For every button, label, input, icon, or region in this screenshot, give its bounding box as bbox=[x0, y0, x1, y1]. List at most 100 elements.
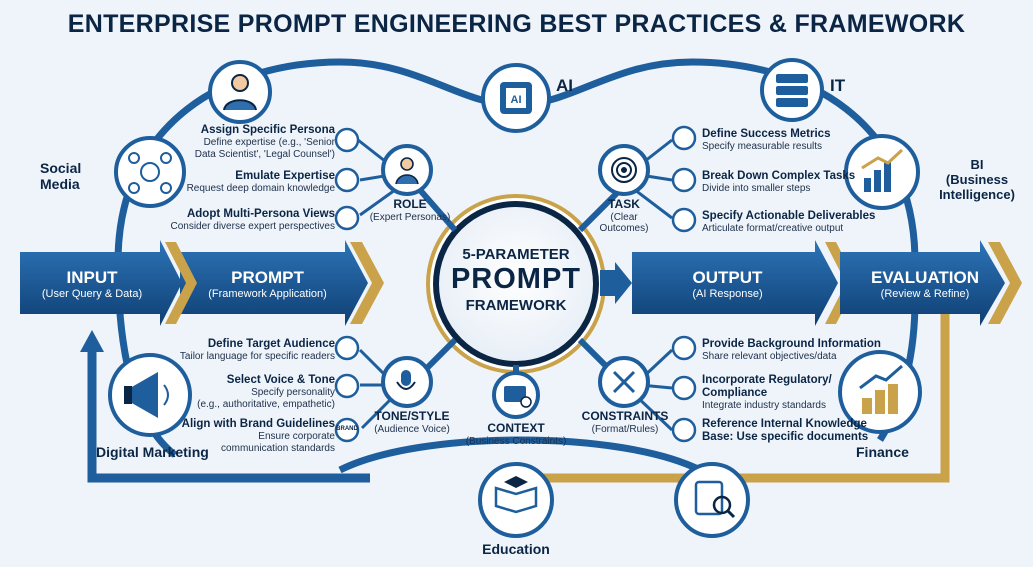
task-item-3-title: Specify Actionable Deliverables bbox=[702, 210, 876, 222]
task-item-2-title: Break Down Complex Tasks bbox=[702, 170, 856, 182]
target-icon bbox=[611, 157, 637, 183]
center-line2: PROMPT bbox=[450, 263, 582, 296]
tools-icon bbox=[612, 370, 636, 394]
svg-text:AI: AI bbox=[511, 94, 522, 106]
center-line3: FRAMEWORK bbox=[465, 296, 567, 314]
bar-chart-icon bbox=[861, 148, 904, 192]
megaphone-icon bbox=[124, 372, 169, 418]
center-framework: 5-PARAMETER PROMPT FRAMEWORK bbox=[436, 246, 596, 314]
center-line1: 5-PARAMETER bbox=[462, 246, 570, 263]
prompt-title: PROMPT bbox=[231, 268, 304, 287]
constraint-item-3: Reference Internal Knowledge Base: Use s… bbox=[702, 418, 877, 444]
param-role: ROLE (Expert Personas) bbox=[360, 197, 460, 223]
prompt-arrow: PROMPT (Framework Application) bbox=[190, 268, 345, 300]
task-item-2: Break Down Complex Tasks Divide into sma… bbox=[702, 170, 872, 195]
tone-item-3-sub: Ensure corporate communication standards bbox=[221, 431, 335, 454]
role-person-icon bbox=[395, 157, 419, 185]
constraint-item-3-title: Reference Internal Knowledge Base: Use s… bbox=[702, 418, 869, 444]
dept-social-media-label: Social Media bbox=[40, 160, 82, 193]
role-item-2-sub: Request deep domain knowledge bbox=[186, 183, 335, 195]
evaluation-arrow: EVALUATION (Review & Refine) bbox=[855, 268, 995, 300]
tone-item-1: Define Target Audience Tailor language f… bbox=[160, 338, 335, 363]
param-tone: TONE/STYLE (Audience Voice) bbox=[362, 409, 462, 435]
brand-badge: BRAND bbox=[336, 426, 358, 432]
task-item-3-sub: Articulate format/creative output bbox=[702, 223, 844, 235]
role-subtitle: (Expert Personas) bbox=[369, 211, 451, 223]
param-constraints: CONSTRAINTS (Format/Rules) bbox=[570, 409, 680, 435]
role-item-1-sub: Define expertise (e.g., 'Senior Data Sci… bbox=[194, 137, 335, 160]
task-subtitle: (Clear Outcomes) bbox=[599, 211, 649, 235]
gold-chevron-4 bbox=[988, 242, 1022, 324]
role-item-3-title: Adopt Multi-Persona Views bbox=[186, 208, 335, 220]
tone-item-2-sub: Specify personality (e.g., authoritative… bbox=[197, 387, 335, 410]
output-arrow: OUTPUT (AI Response) bbox=[640, 268, 815, 300]
tone-item-1-sub: Tailor language for specific readers bbox=[179, 351, 335, 363]
role-item-3: Adopt Multi-Persona Views Consider diver… bbox=[150, 208, 335, 233]
context-subtitle: (Business Constraints) bbox=[465, 435, 567, 447]
input-subtitle: (User Query & Data) bbox=[41, 287, 143, 300]
task-item-1: Define Success Metrics Specify measurabl… bbox=[702, 128, 872, 153]
tone-subtitle: (Audience Voice) bbox=[374, 423, 450, 435]
constraint-item-1-title: Provide Background Information bbox=[702, 338, 881, 350]
task-title: TASK bbox=[608, 197, 640, 211]
center-ring bbox=[433, 201, 599, 367]
output-subtitle: (AI Response) bbox=[692, 287, 763, 300]
input-title: INPUT bbox=[66, 268, 118, 287]
ai-chip-icon: AI bbox=[500, 82, 532, 114]
dept-finance-label: Finance bbox=[856, 444, 909, 460]
evaluation-arrow-shape bbox=[840, 240, 1005, 326]
dept-ai-label: AI bbox=[556, 76, 573, 95]
book-icon bbox=[494, 476, 538, 514]
param-context: CONTEXT (Business Constraints) bbox=[456, 421, 576, 447]
constraint-item-2: Incorporate Regulatory/ Compliance Integ… bbox=[702, 374, 872, 412]
evaluation-subtitle: (Review & Refine) bbox=[880, 287, 970, 300]
constraints-subtitle: (Format/Rules) bbox=[591, 423, 659, 435]
return-up-arrowhead bbox=[80, 330, 104, 352]
task-item-3: Specify Actionable Deliverables Articula… bbox=[702, 210, 882, 235]
coins-growth-icon bbox=[859, 364, 903, 414]
output-title: OUTPUT bbox=[692, 268, 763, 287]
role-title: ROLE bbox=[393, 197, 427, 211]
dept-digital-marketing-label: Digital Marketing bbox=[96, 444, 209, 460]
role-item-2: Emulate Expertise Request deep domain kn… bbox=[160, 170, 335, 195]
dept-education-label: Education bbox=[482, 541, 550, 557]
return-loop bbox=[520, 310, 950, 483]
input-arrow-shape bbox=[20, 240, 182, 326]
role-item-3-sub: Consider diverse expert perspectives bbox=[170, 221, 335, 233]
role-item-1: Assign Specific Persona Define expertise… bbox=[160, 124, 335, 160]
microphone-chat-icon bbox=[396, 370, 416, 390]
input-arrow: INPUT (User Query & Data) bbox=[22, 268, 162, 300]
constraint-item-1: Provide Background Information Share rel… bbox=[702, 338, 882, 363]
prompt-arrow-shape bbox=[180, 240, 368, 326]
task-item-1-title: Define Success Metrics bbox=[702, 128, 831, 140]
server-icon bbox=[776, 74, 808, 107]
evaluation-title: EVALUATION bbox=[871, 268, 979, 287]
folder-clock-icon bbox=[504, 386, 532, 408]
item-circles bbox=[334, 125, 697, 443]
gold-chevron-2 bbox=[350, 242, 384, 324]
tone-item-1-title: Define Target Audience bbox=[207, 338, 335, 350]
output-arrow-shape bbox=[632, 240, 838, 326]
dept-it-label: IT bbox=[830, 76, 846, 95]
prompt-subtitle: (Framework Application) bbox=[208, 287, 327, 300]
gold-chevron-1 bbox=[165, 242, 197, 324]
tone-item-2-title: Select Voice & Tone bbox=[226, 374, 335, 386]
clipboard-search-icon bbox=[694, 480, 736, 519]
tone-title: TONE/STYLE bbox=[374, 409, 450, 423]
page-title: ENTERPRISE PROMPT ENGINEERING BEST PRACT… bbox=[67, 10, 966, 38]
tone-item-3-title: Align with Brand Guidelines bbox=[181, 418, 335, 430]
task-item-1-sub: Specify measurable results bbox=[702, 141, 823, 153]
constraints-title: CONSTRAINTS bbox=[581, 409, 669, 423]
constraint-item-2-sub: Integrate industry standards bbox=[702, 400, 826, 412]
role-item-2-title: Emulate Expertise bbox=[235, 170, 335, 182]
dept-bi-label: BI (Business Intelligence) bbox=[939, 157, 1015, 202]
param-task: TASK (Clear Outcomes) bbox=[584, 197, 664, 235]
tone-item-3: Align with Brand Guidelines Ensure corpo… bbox=[160, 418, 335, 454]
constraint-item-1-sub: Share relevant objectives/data bbox=[702, 351, 837, 363]
constraint-item-2-title: Incorporate Regulatory/ Compliance bbox=[702, 374, 832, 400]
mid-arrow bbox=[600, 262, 632, 304]
task-item-2-sub: Divide into smaller steps bbox=[702, 183, 811, 195]
social-network-icon bbox=[128, 152, 172, 194]
